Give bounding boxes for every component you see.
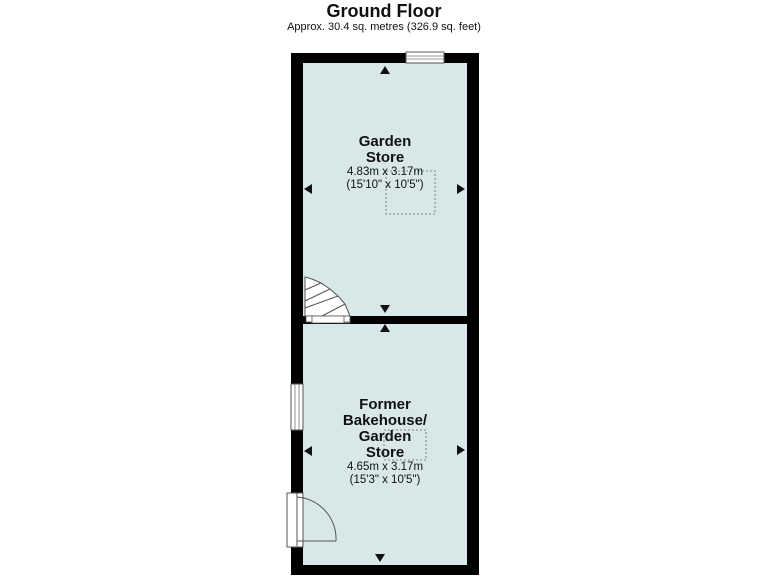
- arrow-up-icon: [380, 66, 390, 74]
- arrow-down-icon: [380, 305, 390, 313]
- room-dimensions-metric: 4.65m x 3.17m: [346, 461, 424, 473]
- room-former-bakehouse: Former Bakehouse/ Garden Store 4.65m x 3…: [303, 397, 467, 487]
- room-garden-store: Garden Store 4.83m x 3.17m (15'10" x 10'…: [303, 134, 467, 192]
- internal-wall: [350, 316, 467, 324]
- room-name: Bakehouse/: [342, 412, 428, 429]
- staircase-icon: [304, 276, 351, 317]
- room-dimensions-imperial: (15'3" x 10'5"): [349, 474, 421, 486]
- arrow-right-icon: [457, 445, 465, 455]
- room-dimensions-imperial: (15'10" x 10'5"): [346, 179, 424, 191]
- floor-title: Ground Floor: [326, 1, 442, 21]
- door-swing: [296, 496, 337, 542]
- garden-store-floor: [303, 63, 467, 316]
- arrow-left-icon: [304, 184, 312, 194]
- room-name: Store: [365, 444, 405, 461]
- room-dimensions-metric: 4.83m x 3.17m: [346, 166, 424, 178]
- door-opening: [286, 492, 304, 548]
- arrow-right-icon: [457, 184, 465, 194]
- dimension-box-upper: [385, 170, 436, 215]
- room-name: Store: [365, 149, 405, 166]
- room-name: Garden: [358, 428, 412, 445]
- room-name: Garden: [358, 133, 412, 150]
- arrow-down-icon: [375, 554, 385, 562]
- top-window: [405, 51, 445, 64]
- arrow-left-icon: [304, 446, 312, 456]
- side-window: [290, 383, 304, 431]
- arrow-up-icon: [380, 324, 390, 332]
- room-name: Former: [359, 396, 411, 413]
- floor-area: Approx. 30.4 sq. metres (326.9 sq. feet): [287, 21, 481, 33]
- dimension-box-lower: [383, 429, 427, 461]
- bakehouse-floor: [303, 324, 467, 565]
